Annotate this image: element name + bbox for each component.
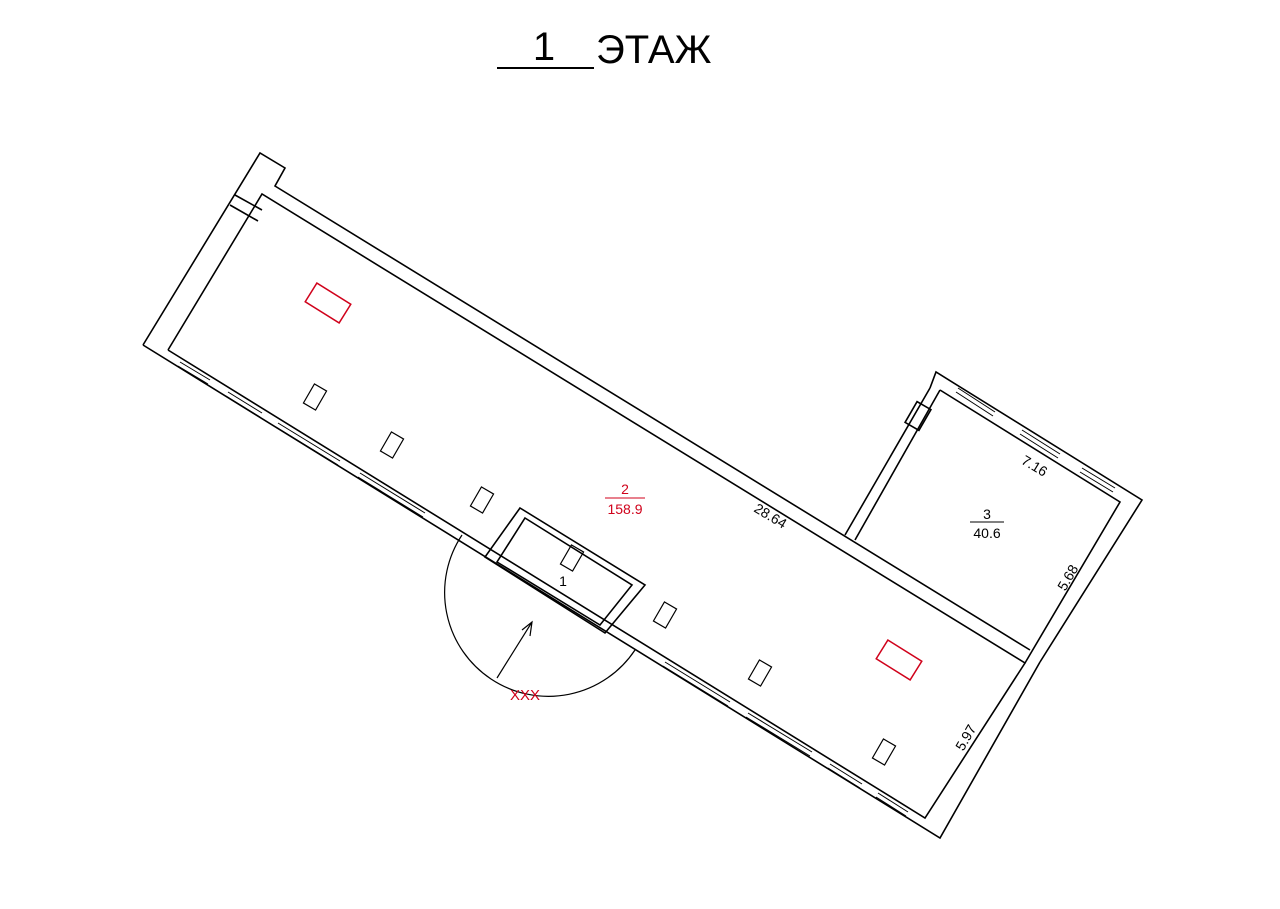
room-3-area: 40.6 [973,525,1000,541]
dim-hall-length: 28.64 [751,500,789,532]
room-1-number: 1 [559,573,567,589]
floor-number: 1 [533,25,555,69]
dim-room3-depth: 5.68 [1054,562,1082,594]
room-3-number: 3 [983,506,991,522]
dim-hall-width: 5.97 [952,722,980,754]
room-2-area: 158.9 [607,501,642,517]
room-2-number: 2 [621,481,629,497]
entrance-label: XXX [510,687,540,704]
columns [302,383,897,766]
entrance-arrow-icon [496,620,533,679]
door-swing-arc [444,534,636,697]
floor-label: ЭТАЖ [596,28,712,72]
walls [142,151,1144,840]
red-markers [304,282,923,681]
